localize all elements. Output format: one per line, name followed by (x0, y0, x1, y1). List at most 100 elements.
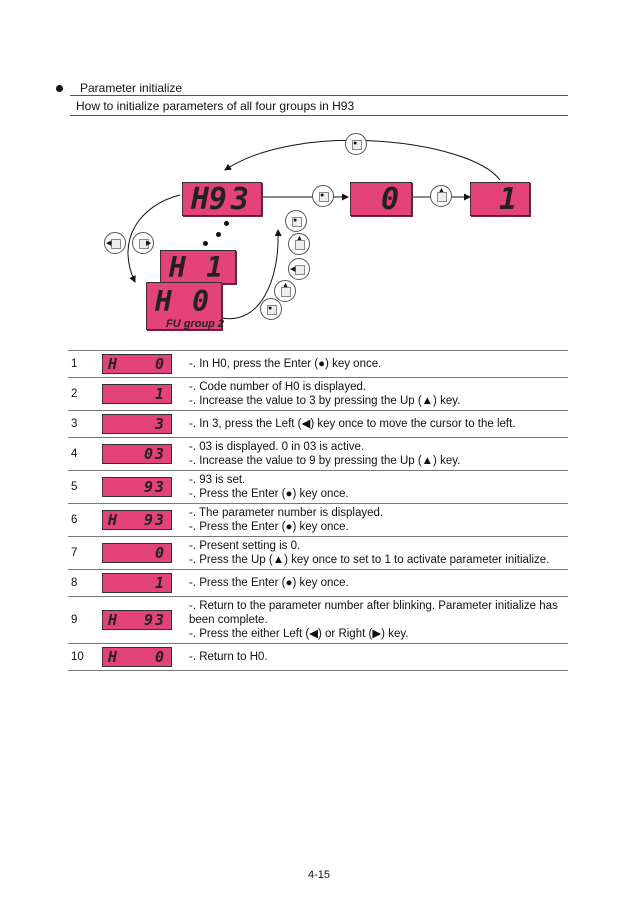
dot-icon (216, 232, 221, 237)
keypad-left-icon: ◀ (104, 232, 126, 254)
step-description: -. The parameter number is displayed. -. … (183, 503, 568, 537)
description-line: -. In H0, press the Enter (●) key once. (189, 358, 382, 370)
lcd-mini-display: H 93 (102, 610, 172, 630)
heading-rule (70, 95, 568, 96)
bullet-icon (56, 84, 63, 92)
lcd-display-h1: H 1 (160, 250, 236, 284)
keypad-enter-icon: ● (345, 133, 367, 155)
step-number: 10 (68, 643, 97, 671)
display-letter: H (108, 355, 120, 373)
display-value: 93 (143, 611, 166, 629)
subtitle: How to initialize parameters of all four… (76, 99, 355, 113)
lcd-mini-display: 1 (102, 573, 172, 593)
page-number: 4-15 (307, 869, 331, 881)
description-line: -. Return to the parameter number after … (189, 600, 558, 612)
lcd-mini-display: H 93 (102, 510, 172, 530)
section-heading: Parameter initialize (56, 81, 182, 95)
lcd-mini-display: 3 (102, 414, 172, 434)
step-number: 6 (68, 503, 97, 537)
step-display: 0 (97, 536, 183, 570)
description-line: -. Return to H0. (189, 651, 268, 663)
heading-text: Parameter initialize (80, 81, 183, 95)
display-value: 1 (154, 574, 166, 592)
step-description: -. Code number of H0 is displayed. -. Inc… (183, 377, 568, 411)
description-line: -. Press the Enter (●) key once. (189, 488, 349, 500)
display-value: 93 (143, 478, 166, 496)
flow-arrows (127, 139, 501, 320)
keypad-left-icon: ◀ (288, 258, 310, 280)
description-line: -. Press the Enter (●) key once. (189, 521, 349, 533)
description-line: -. Increase the value to 3 by pressing t… (189, 395, 461, 407)
subtitle-rule (70, 115, 568, 116)
display-value: 1 (154, 385, 166, 403)
table-row: 2 1 -. Code number of H0 is displayed. -. I… (68, 377, 568, 411)
step-description: -. In H0, press the Enter (●) key once. (183, 350, 568, 378)
keypad-up-icon: ▲ (430, 185, 452, 207)
step-display: H 93 (97, 503, 183, 537)
display-value: 3 (154, 415, 166, 433)
description-line: -. 93 is set. (189, 474, 246, 486)
step-description: -. Return to H0. (183, 643, 568, 671)
keypad-enter-icon: ● (312, 185, 334, 207)
step-description: -. Press the Enter (●) key once. (183, 569, 568, 597)
step-description: -. Return to the parameter number after … (183, 596, 568, 644)
description-line: -. Press the Enter (●) key once. (189, 577, 349, 589)
table-row: 5 93 -. 93 is set. -. Press the Enter (●) k… (68, 470, 568, 504)
step-number: 1 (68, 350, 97, 378)
table-row: 7 0 -. Present setting is 0.-. Press the U… (68, 536, 568, 570)
description-line: -. Code number of H0 is displayed. (189, 381, 367, 393)
keypad-up-icon: ▲ (288, 233, 310, 255)
dot-icon (224, 221, 229, 226)
lcd-display-one: 1 (470, 182, 530, 217)
lcd-mini-display: 0 (102, 543, 172, 563)
step-number: 4 (68, 437, 97, 471)
display-letter: H (108, 648, 120, 666)
lcd-display-h93: H 93 (182, 182, 262, 217)
dot-icon (203, 241, 208, 246)
step-display: 1 (97, 569, 183, 597)
step-number: 3 (68, 410, 97, 438)
step-description: -. 93 is set. -. Press the Enter (●) key … (183, 470, 568, 504)
lcd-mini-display: 03 (102, 444, 172, 464)
step-number: 9 (68, 596, 97, 644)
description-line: -. The parameter number is displayed. (189, 507, 384, 519)
display-value: 0 (154, 544, 166, 562)
display-letter: H (108, 511, 120, 529)
step-number: 5 (68, 470, 97, 504)
step-display: 1 (97, 377, 183, 411)
description-line: -. Present setting is 0. (189, 540, 301, 552)
step-number: 2 (68, 377, 97, 411)
step-display: H 93 (97, 596, 183, 644)
step-description: -. In 3, press the Left (◀) key once to … (183, 410, 568, 438)
table-row: 3 3 -. In 3, press the Left (◀) key once t… (68, 410, 568, 438)
lcd-mini-display: 93 (102, 477, 172, 497)
display-letter: H (108, 611, 120, 629)
keypad-enter-icon: ● (285, 210, 307, 232)
lcd-mini-display: 1 (102, 384, 172, 404)
step-description: -. Present setting is 0.-. Press the Up … (183, 536, 568, 570)
keypad-right-icon: ▶ (132, 232, 154, 254)
step-number: 7 (68, 536, 97, 570)
display-value: 93 (143, 511, 166, 529)
description-line: -. Press the either Left (◀) or Right (▶… (189, 628, 409, 640)
description-line: -. In 3, press the Left (◀) key once to … (189, 418, 516, 430)
step-display: 03 (97, 437, 183, 471)
step-description: -. 03 is displayed. 0 in 03 is active. -.… (183, 437, 568, 471)
description-line: -. 03 is displayed. 0 in 03 is active. (189, 441, 365, 453)
description-line: been complete. (189, 614, 268, 626)
display-value: 03 (143, 445, 166, 463)
description-line: -. Increase the value to 9 by pressing t… (189, 455, 461, 467)
lcd-display-h0: H 0 (146, 282, 222, 330)
lcd-display-zero: 0 (350, 182, 412, 217)
display-value: 0 (154, 355, 166, 373)
